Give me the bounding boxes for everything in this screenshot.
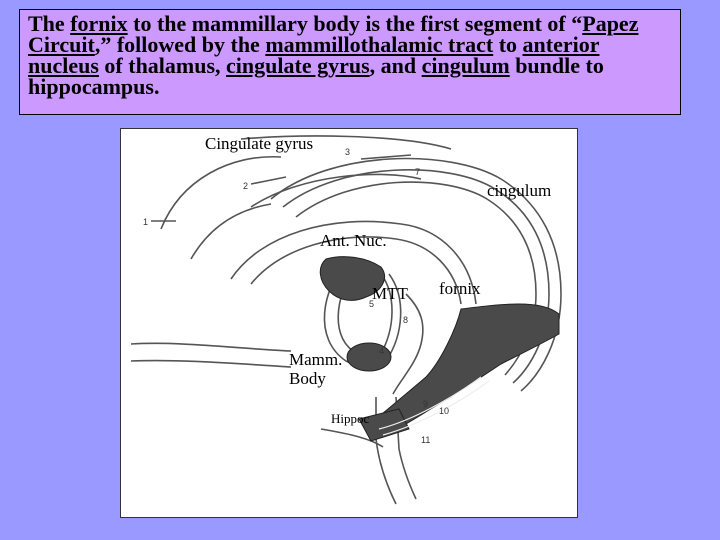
marker-4: 4 <box>379 346 384 356</box>
caption-ant-nuc: anterior nucleus <box>28 32 600 78</box>
caption-mtt: mammillothalamic tract <box>265 32 494 57</box>
gyrus-upper-fold <box>250 173 422 208</box>
mtt-line-2 <box>385 273 402 362</box>
marker-1: 1 <box>143 217 148 227</box>
fornix-over-hippocampus-2 <box>382 380 490 436</box>
marker-10: 10 <box>439 406 449 416</box>
marker-2: 2 <box>243 181 248 191</box>
cortex-outline-left <box>160 156 282 230</box>
corpus-callosum-curve <box>230 220 477 305</box>
cortex-outline-top <box>240 135 452 150</box>
label-cingulate-gyrus: Cingulate gyrus <box>205 134 314 153</box>
caption-s7: bundle to hippocampus. <box>28 53 604 99</box>
fornix-body <box>392 293 424 395</box>
hippocampal-pathway-2 <box>395 396 417 500</box>
fornix-over-hippocampus <box>378 376 482 430</box>
hippocampus-shape <box>365 303 560 438</box>
gyrus-left-fold <box>190 203 272 260</box>
caption-s2: to the mammillary body is the first segm… <box>127 11 583 36</box>
marker-3: 3 <box>345 147 350 157</box>
arrow-3-line <box>360 154 412 160</box>
anterior-nucleus-shape <box>319 256 385 301</box>
marker-7: 7 <box>415 167 420 177</box>
brain-sagittal-drawing: 1 2 3 4 5 7 8 9 10 11 <box>130 135 562 505</box>
caption-cingulate-gyrus: cingulate gyrus <box>226 53 370 78</box>
mammillary-body-shape <box>346 342 392 372</box>
optic-tract-2 <box>130 359 292 368</box>
hippocampal-head-shape <box>358 408 410 442</box>
arrow-2-line <box>250 176 287 185</box>
label-mtt: MTT <box>372 284 408 303</box>
caption-s4: to <box>493 32 523 57</box>
label-hippoc: Hippoc <box>331 411 370 426</box>
label-cingulum: cingulum <box>487 181 552 200</box>
marker-8: 8 <box>403 315 408 325</box>
papez-circuit-figure: 1 2 3 4 5 7 8 9 10 11 Cingulate gyrus ci… <box>120 128 578 518</box>
caption-text: The fornix to the mammillary body is the… <box>28 11 638 99</box>
temporal-outline <box>320 428 384 448</box>
label-mamm: Mamm. <box>289 350 343 369</box>
caption-s5: of thalamus, <box>98 53 227 78</box>
label-body: Body <box>289 369 326 388</box>
marker-11: 11 <box>421 435 430 445</box>
caption-papez: Papez Circuit <box>28 11 639 57</box>
label-ant-nuc: Ant. Nuc. <box>320 231 387 250</box>
caption-s3: ,” followed by the <box>94 32 266 57</box>
caption-fornix: fornix <box>70 11 128 36</box>
caption-s6: , and <box>369 53 422 78</box>
cingulate-arc-outer <box>270 157 562 392</box>
optic-tract <box>130 342 292 352</box>
caption-s1: The <box>28 11 71 36</box>
caption-cingulum: cingulum <box>421 53 510 78</box>
caption-box: The fornix to the mammillary body is the… <box>19 9 681 115</box>
marker-5: 5 <box>369 299 374 309</box>
label-fornix: fornix <box>439 279 481 298</box>
corpus-callosum-inner <box>250 236 462 305</box>
marker-9: 9 <box>423 399 428 409</box>
